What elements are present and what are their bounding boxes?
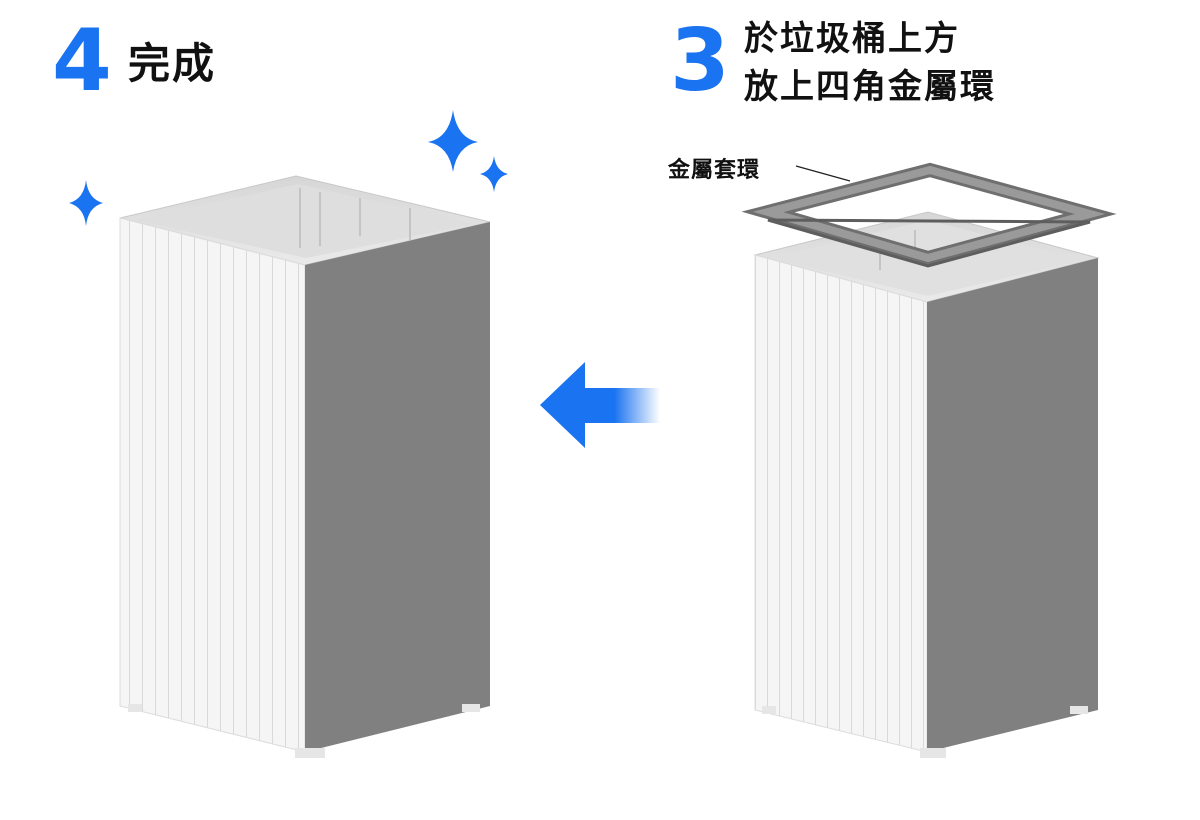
bin-with-ring (753, 211, 1100, 758)
step-4-title: 完成 (128, 39, 217, 88)
finished-bin (119, 175, 491, 758)
sparkle-icon-left (69, 180, 103, 226)
callout-leader-line (795, 165, 851, 182)
step-3-number: 3 (670, 11, 730, 111)
metal-ring (741, 162, 1117, 268)
arrow-left-icon (540, 362, 660, 448)
sparkle-icon-small (480, 156, 508, 192)
sparkle-icon-large (428, 110, 478, 172)
step-4-number: 4 (52, 11, 112, 111)
step-3-title-line-2: 放上四角金屬環 (744, 67, 996, 107)
step-3-title-line-1: 於垃圾桶上方 (744, 19, 960, 59)
metal-ring-callout-label: 金屬套環 (668, 158, 761, 183)
